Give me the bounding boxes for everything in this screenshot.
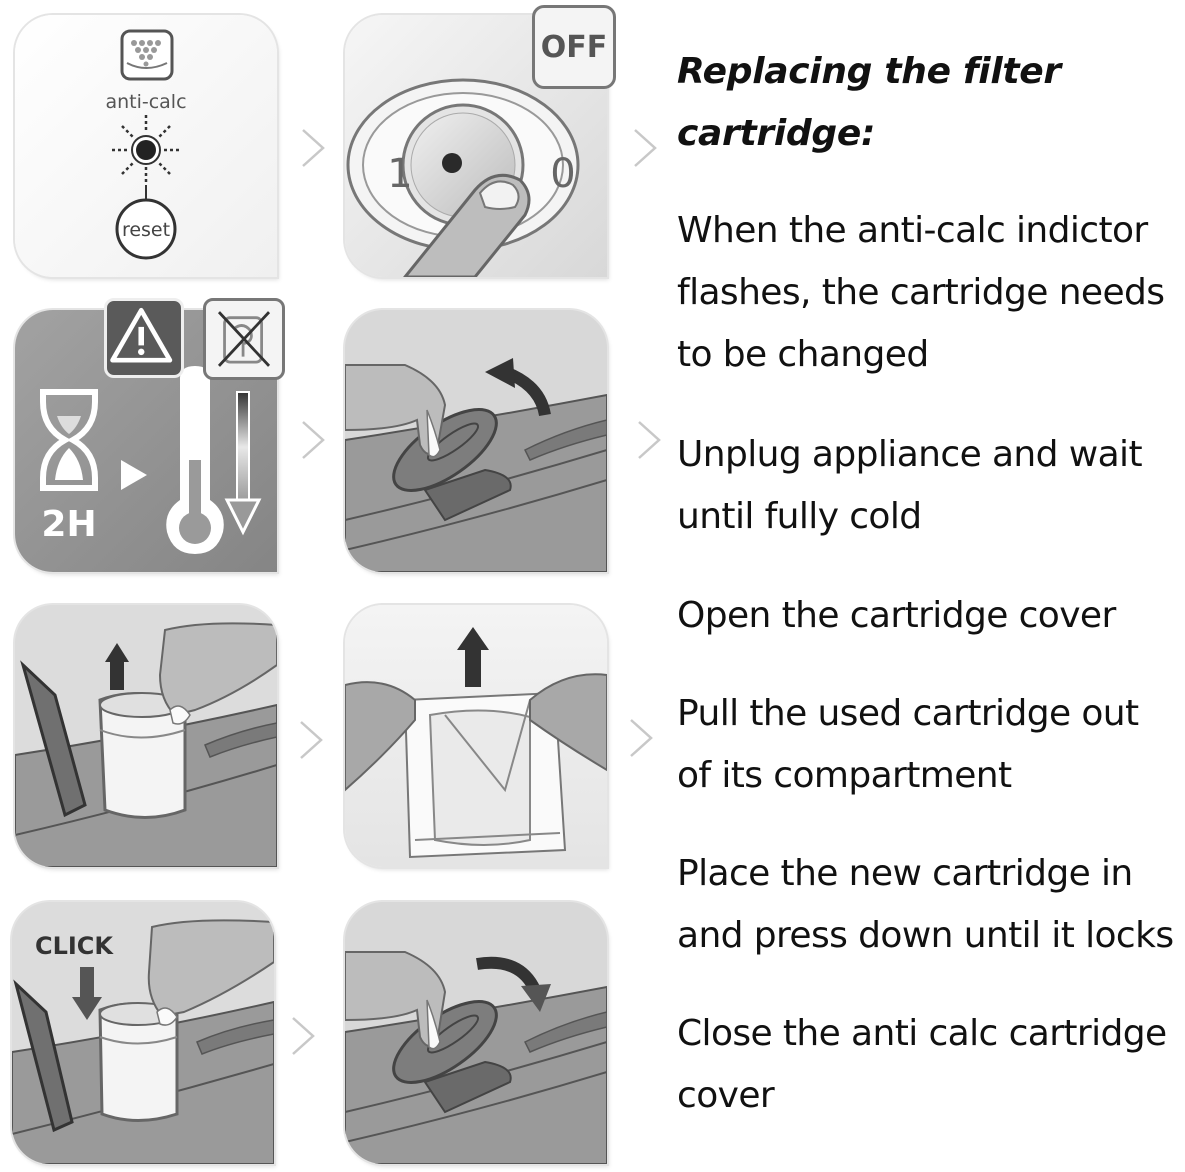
open-cover-icon	[20, 660, 87, 818]
cartridge-icon	[98, 692, 187, 819]
hand-icon	[345, 951, 447, 1050]
down-arrow-icon	[72, 967, 102, 1020]
flashing-indicator-icon	[112, 115, 180, 185]
switch-off-label: 0	[550, 151, 575, 197]
step-line: When the anti-calc indictor	[677, 210, 1148, 251]
step-illustration-open-cover	[345, 310, 607, 572]
down-arrow-icon	[224, 391, 262, 536]
chevron-right-icon	[300, 128, 326, 168]
chevron-right-icon	[298, 720, 324, 760]
step-4-text: Pull the used cartridge out of its compa…	[677, 683, 1139, 807]
step-2-text: Unplug appliance and wait until fully co…	[677, 424, 1143, 548]
warning-icon	[110, 307, 173, 363]
step-line: Place the new cartridge in	[677, 853, 1133, 894]
step-illustration-close-cover	[345, 902, 607, 1164]
step-6-text: Close the anti calc cartridge cover	[677, 1003, 1167, 1127]
chevron-right-icon	[300, 420, 326, 460]
step-line: Open the cartridge cover	[677, 595, 1116, 636]
step-illustration-anti-calc: anti-calc reset	[15, 15, 277, 277]
step-illustration-insert-cartridge: CLICK	[12, 902, 274, 1164]
step-illustration-pull-cartridge	[15, 605, 277, 867]
pull-cartridge-illustration	[15, 622, 277, 867]
finger-press-icon	[403, 173, 531, 277]
unplug-wait-illustration: 2H	[40, 366, 262, 554]
anti-calc-indicator-illustration: anti-calc reset	[105, 29, 187, 260]
insert-cartridge-illustration: CLICK	[12, 919, 274, 1164]
step-line: cover	[677, 1075, 775, 1116]
no-plug-badge	[203, 298, 285, 380]
chevron-right-icon	[290, 1016, 316, 1056]
up-arrow-icon	[105, 643, 129, 690]
step-line: of its compartment	[677, 755, 1012, 796]
step-1-text: When the anti-calc indictor flashes, the…	[677, 200, 1165, 386]
step-line: Close the anti calc cartridge	[677, 1013, 1167, 1054]
step-3-text: Open the cartridge cover	[677, 585, 1116, 647]
hands-icon	[345, 673, 607, 792]
open-cover-arrow-icon	[485, 358, 551, 417]
hand-icon	[345, 364, 447, 458]
step-line: flashes, the cartridge needs	[677, 272, 1165, 313]
step-illustration-switch-off: 1 0	[345, 15, 607, 277]
title-line: Replacing the filter	[677, 51, 1061, 92]
anti-calc-filter-icon	[120, 29, 174, 81]
click-label: CLICK	[35, 932, 114, 960]
title-line: cartridge:	[677, 113, 876, 154]
page-title: Replacing the filter cartridge:	[677, 41, 1061, 165]
hand-icon	[147, 919, 274, 1026]
play-arrow-icon	[121, 460, 147, 490]
warning-badge	[104, 298, 184, 378]
step-5-text: Place the new cartridge in and press dow…	[677, 843, 1174, 967]
step-line: to be changed	[677, 334, 929, 375]
chevron-right-icon	[628, 718, 654, 758]
hourglass-icon	[40, 389, 98, 491]
step-line: Pull the used cartridge out	[677, 693, 1139, 734]
step-line: and press down until it locks	[677, 915, 1174, 956]
anti-calc-label: anti-calc	[105, 91, 186, 113]
cartridge-bag-illustration	[345, 627, 607, 859]
step-line: until fully cold	[677, 496, 922, 537]
no-plug-icon	[217, 311, 271, 367]
step-illustration-cartridge-bag	[345, 605, 607, 867]
wait-time-label: 2H	[41, 504, 96, 545]
hand-icon	[158, 622, 277, 725]
off-badge: OFF	[532, 5, 616, 89]
thermometer-icon	[166, 366, 224, 554]
chevron-right-icon	[636, 420, 662, 460]
step-line: Unplug appliance and wait	[677, 434, 1143, 475]
reset-label: reset	[122, 219, 170, 241]
reset-button-icon: reset	[115, 198, 177, 260]
cartridge-bag-icon	[403, 691, 567, 859]
off-badge-label: OFF	[540, 29, 608, 65]
close-cover-arrow-icon	[476, 956, 551, 1012]
up-arrow-icon	[457, 627, 489, 687]
power-switch-illustration: 1 0	[346, 78, 580, 277]
chevron-right-icon	[632, 128, 658, 168]
close-cover-illustration	[345, 951, 607, 1164]
open-cover-illustration	[345, 358, 607, 572]
switch-on-label: 1	[387, 151, 412, 197]
open-cover-icon	[13, 979, 74, 1133]
